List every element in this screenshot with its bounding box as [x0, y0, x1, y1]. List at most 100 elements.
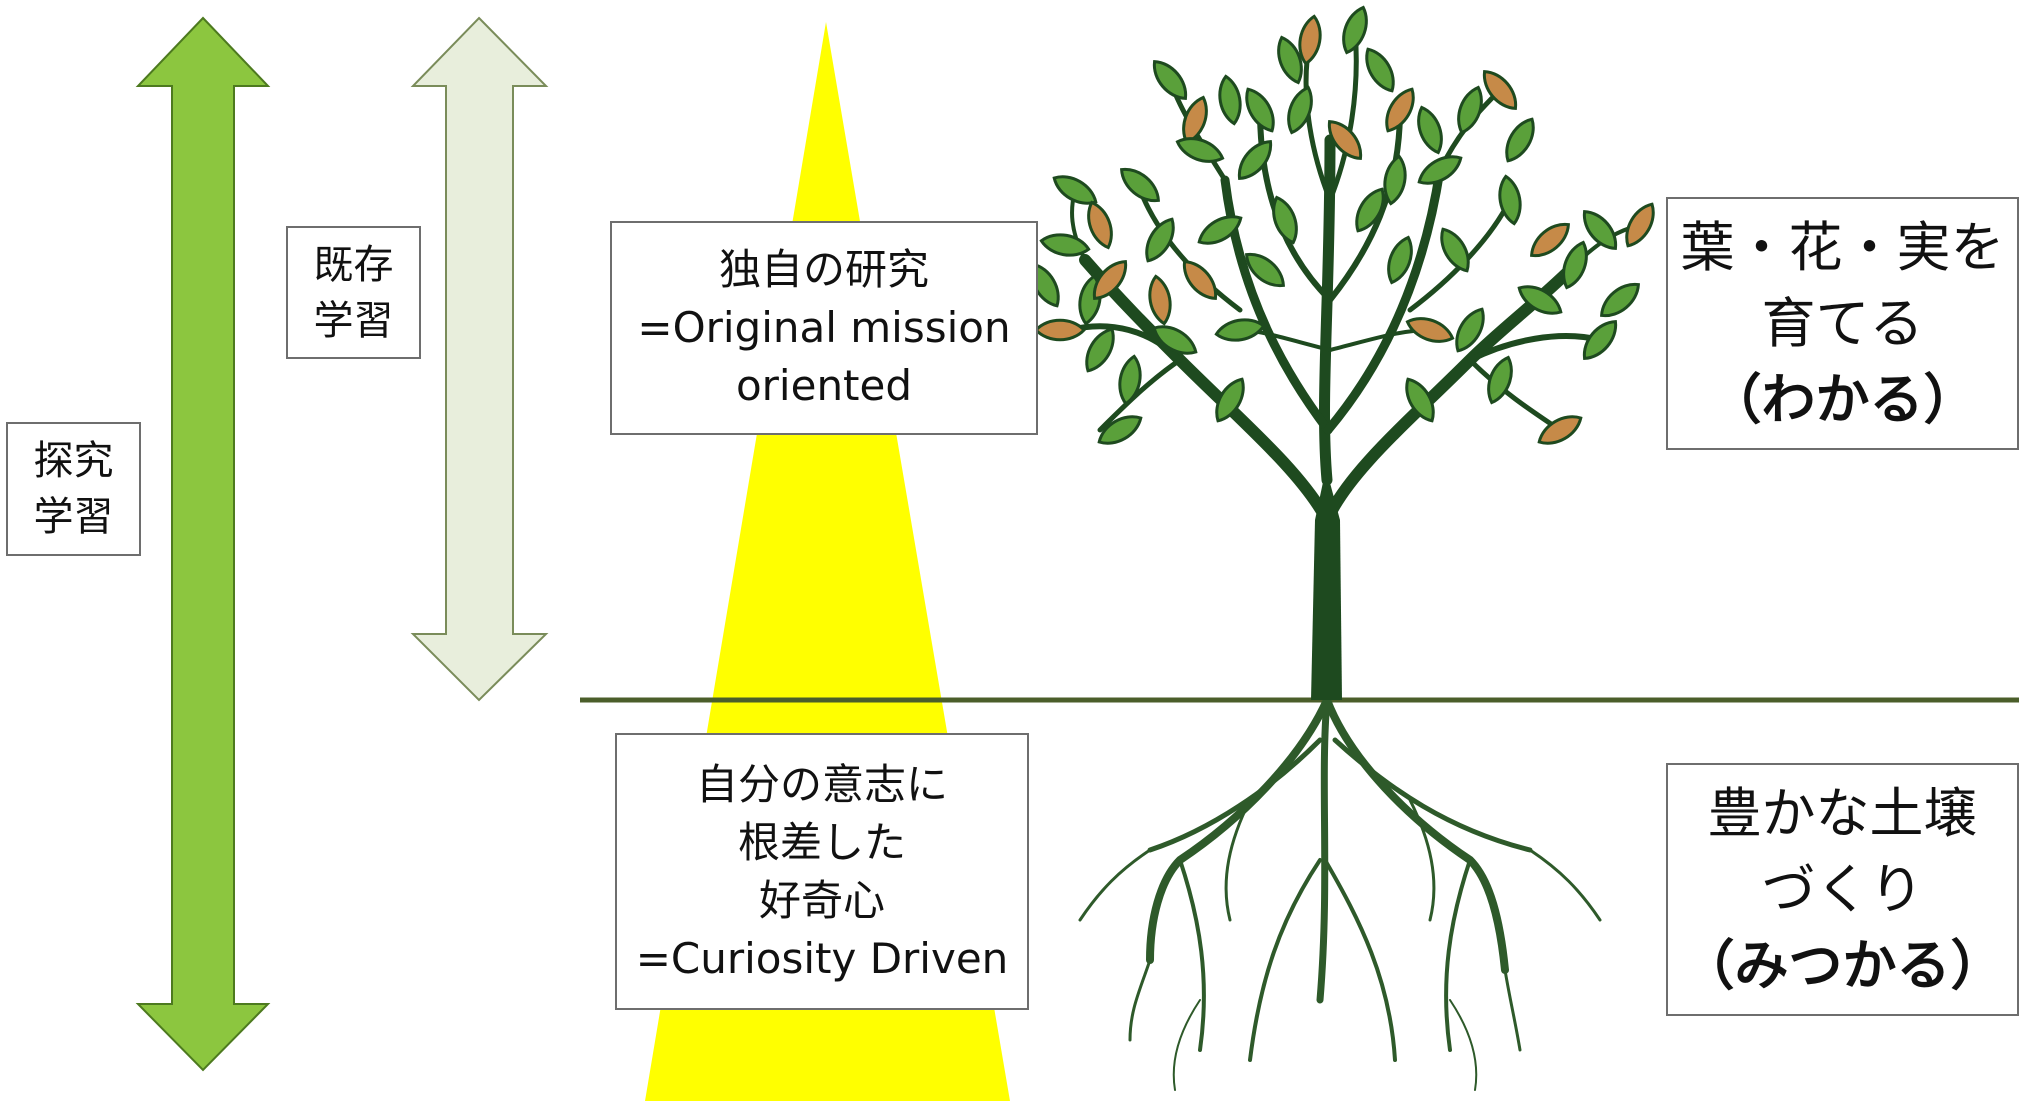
curiosity-line2: 根差した [737, 817, 906, 867]
existing-label-line2: 学習 [313, 297, 394, 344]
tree-leaf-shape [1487, 355, 1513, 405]
tree-leaf [1417, 105, 1443, 155]
existing-learning-arrow [410, 16, 549, 702]
tree-leaf-shape [1405, 377, 1435, 423]
tree-leaf [1215, 377, 1245, 423]
tree-leaf [1039, 233, 1091, 257]
tree-leaf [1052, 175, 1098, 205]
tree-leaf-shape [1039, 233, 1091, 257]
tree-leaf [1214, 318, 1266, 342]
tree-leaf-shape [1530, 223, 1570, 257]
tree-leaf-shape [1245, 87, 1275, 133]
tree-leaf-shape [1238, 140, 1272, 180]
tree-leaf [1152, 325, 1198, 355]
tree-leaf-shape [1120, 168, 1160, 202]
tree-leaf-shape [1342, 5, 1368, 55]
tree-leaf-shape [1517, 285, 1563, 315]
tree-leaf-shape [1298, 14, 1322, 66]
tree-leaf-shape [1505, 117, 1535, 163]
tree-leaf [1405, 317, 1455, 343]
tree-leaf [1387, 235, 1413, 285]
tree-leaf [1365, 47, 1395, 93]
tree-leaf-shape [1197, 215, 1243, 245]
tree-leaf [1033, 318, 1087, 342]
tree-root [1444, 858, 1472, 1052]
tree-leaf-shape [1145, 217, 1175, 263]
existing-label-line1: 既存 [313, 241, 394, 288]
tree-leaf [1197, 215, 1243, 245]
tree-leaf [1183, 260, 1217, 300]
soil-line2: づくり [1761, 857, 1924, 921]
tree-root [1323, 696, 1509, 974]
tree-leaf [1093, 260, 1127, 300]
curiosity-box: 自分の意志に 根差した 好奇心 =Curiosity Driven [615, 733, 1029, 1010]
tree-leaf-shape [1218, 74, 1242, 126]
tree-leaf-shape [1118, 354, 1142, 406]
tree-leaf [1298, 14, 1322, 66]
tree-branch [1467, 357, 1563, 433]
tree-leaf [1355, 187, 1385, 233]
tree-root [1528, 848, 1602, 922]
tree-leaf [1120, 168, 1160, 202]
tree-root [1449, 999, 1478, 1091]
tree-leaf [1277, 35, 1303, 85]
tree-root [1503, 968, 1522, 1052]
tree-leaf-shape [1417, 105, 1443, 155]
tree-leaf [1625, 202, 1655, 248]
tree-root [1323, 858, 1397, 1062]
tree-leaf-shape [1245, 253, 1285, 287]
tree-leaf [1272, 195, 1298, 245]
tree-root [1316, 696, 1331, 1004]
tree-leaf-shape [1365, 47, 1395, 93]
tree-leaf [1218, 74, 1242, 126]
tree-leaf [1383, 154, 1407, 206]
tree-branch [1467, 333, 1603, 363]
tree-roots [1078, 696, 1602, 1091]
tree-leaf-shape [1387, 235, 1413, 285]
tree-leaf [1153, 60, 1187, 100]
tree-leaf-shape [1153, 60, 1187, 100]
original-research-box: 独自の研究 =Original mission oriented [610, 221, 1038, 435]
rich-soil-box: 豊かな土壌 づくり （みつかる） [1666, 763, 2019, 1016]
tree-branch [1327, 107, 1403, 303]
tree-root [1408, 798, 1436, 922]
tree-leaf [1600, 283, 1640, 317]
tree-leaf-shape [1600, 283, 1640, 317]
tree-leaf-shape [1093, 260, 1127, 300]
tree-leaf [1245, 253, 1285, 287]
tree-leaf [1385, 87, 1415, 133]
tree-leaf-shape [1215, 377, 1245, 423]
tree-leaf-shape [1417, 155, 1463, 185]
tree-leaf-shape [1272, 195, 1298, 245]
tree-leaf [1287, 85, 1313, 135]
tree-leaf-shape [1455, 307, 1485, 353]
tree-root [1128, 958, 1152, 1042]
tree-trunk [1311, 468, 1342, 700]
tree-leaf-shape [1175, 137, 1225, 163]
tree-leaf [1175, 137, 1225, 163]
tree-leaf [1097, 415, 1143, 445]
explore-label-line1: 探究 [33, 438, 114, 484]
existing-learning-label: 既存 学習 [286, 226, 421, 359]
tree-leaf-shape [1085, 327, 1115, 373]
original-research-line2: =Original mission [637, 303, 1011, 352]
tree-leaf-shape [1355, 187, 1385, 233]
tree-leaf-shape [1583, 320, 1617, 360]
tree-leaves [1030, 5, 1655, 445]
tree-leaf [1440, 227, 1470, 273]
tree-leaf-shape [1087, 200, 1113, 250]
tree-root [1172, 999, 1201, 1091]
tree-branch [1079, 254, 1333, 526]
tree-leaf [1238, 140, 1272, 180]
tree-root [1332, 737, 1533, 853]
soil-line3: （みつかる） [1680, 933, 2005, 997]
tree-leaf [1405, 377, 1435, 423]
tree-leaf-shape [1385, 87, 1415, 133]
tree-leaf [1245, 87, 1275, 133]
tree-root [1147, 737, 1323, 853]
tree-leaf [1537, 415, 1583, 445]
leaves-flowers-fruit-box: 葉・花・実を 育てる （わかる） [1666, 197, 2019, 450]
curiosity-line4: =Curiosity Driven [635, 933, 1009, 983]
explore-learning-label: 探究 学習 [6, 422, 141, 556]
tree-leaf-shape [1287, 85, 1313, 135]
